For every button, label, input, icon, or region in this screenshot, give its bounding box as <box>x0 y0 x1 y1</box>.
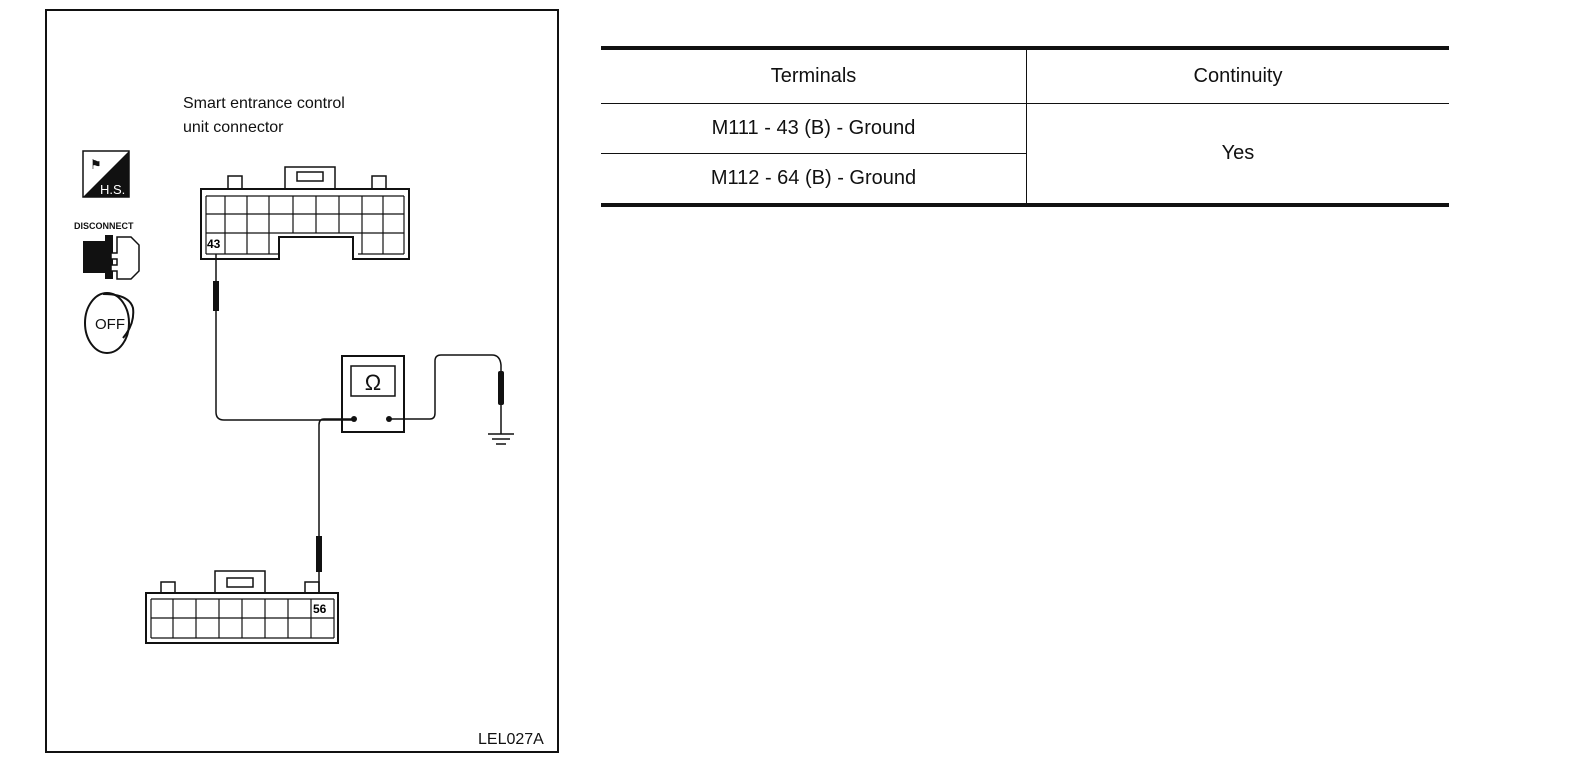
continuity-cell: Yes <box>1026 103 1449 203</box>
ohm-symbol: Ω <box>365 370 381 395</box>
ignition-off-icon: OFF <box>84 292 135 354</box>
table-row: M111 - 43 (B) - Ground Yes <box>601 103 1449 203</box>
continuity-table: Terminals Continuity M111 - 43 (B) - Gro… <box>601 46 1449 207</box>
header-continuity: Continuity <box>1026 50 1449 104</box>
probe-top <box>213 254 219 311</box>
table-bottom-rule <box>601 203 1449 207</box>
figure-title-line-1: Smart entrance control <box>183 95 345 112</box>
probe-ground <box>498 371 504 434</box>
terminals-cell: M112 - 64 (B) - Ground <box>710 167 917 189</box>
hs-icon: ⚑ H.S. <box>82 150 130 198</box>
header-terminals: Terminals <box>601 50 1027 104</box>
connector-top: 43 <box>200 166 410 260</box>
wires <box>215 311 502 536</box>
table-header-row: Terminals Continuity <box>601 50 1449 104</box>
pin-label-top: 43 <box>207 237 221 251</box>
disconnect-label: DISCONNECT <box>74 221 134 231</box>
pin-label-bottom: 56 <box>313 602 327 616</box>
ignition-label: OFF <box>95 316 125 333</box>
hs-label: H.S. <box>100 182 125 197</box>
table-top-rule <box>601 46 1449 50</box>
svg-text:⚑: ⚑ <box>90 157 102 172</box>
connector-bottom: 56 <box>145 570 339 644</box>
terminals-cell: M111 - 43 (B) - Ground <box>601 103 1027 154</box>
wiring-diagram: ⚑ H.S. DISCONNECT OFF <box>74 150 514 644</box>
figure-id: LEL027A <box>478 731 544 748</box>
figure-title-line-2: unit connector <box>183 119 284 136</box>
table-row: M112 - 64 (B) - Ground <box>601 154 1449 204</box>
figure-frame <box>45 9 559 753</box>
ground-symbol <box>488 433 514 445</box>
disconnect-icon <box>83 235 140 280</box>
